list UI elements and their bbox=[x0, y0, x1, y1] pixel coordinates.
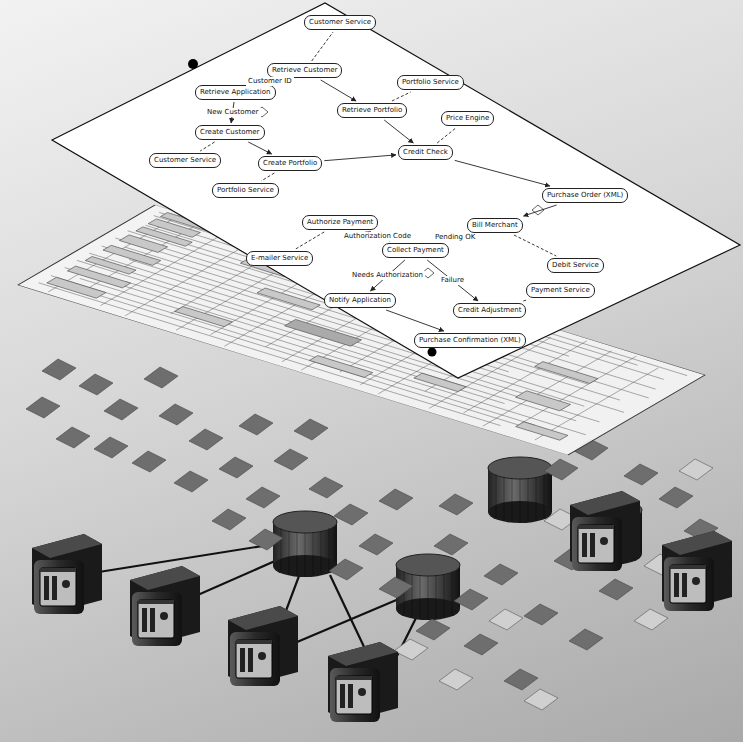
flow-connector bbox=[392, 92, 411, 101]
flow-connector bbox=[321, 80, 356, 101]
process-box: Debit Service bbox=[547, 258, 604, 273]
flow-connector bbox=[386, 310, 444, 331]
process-box: Retrieve Customer bbox=[267, 63, 342, 78]
process-box: Create Customer bbox=[195, 125, 265, 140]
node-text: Purchase Order (XML) bbox=[547, 191, 623, 200]
process-box: Credit Adjustment bbox=[453, 303, 526, 318]
flow-connector bbox=[261, 173, 274, 181]
server-box bbox=[228, 606, 298, 686]
flow-connector bbox=[523, 300, 527, 301]
flow-connector bbox=[384, 120, 413, 143]
node-text: Debit Service bbox=[552, 261, 599, 270]
edge-label: Failure bbox=[439, 276, 466, 285]
node-text: E-mailer Service bbox=[251, 254, 308, 263]
node-text: Create Customer bbox=[200, 128, 260, 137]
process-box: Customer Service bbox=[149, 153, 221, 168]
node-text: Portfolio Service bbox=[217, 186, 274, 195]
process-box: Retrieve Portfolio bbox=[337, 103, 407, 118]
node-text: Notify Application bbox=[329, 296, 391, 305]
database-cylinder bbox=[488, 457, 552, 523]
flow-connector bbox=[427, 260, 478, 301]
flow-connector bbox=[514, 235, 556, 256]
database-cylinder bbox=[273, 511, 337, 577]
node-text: Price Engine bbox=[446, 114, 489, 123]
process-box: Retrieve Application bbox=[195, 85, 276, 100]
edge-label: Customer ID bbox=[246, 77, 294, 86]
server-box bbox=[32, 534, 102, 614]
process-box: Portfolio Service bbox=[397, 75, 464, 90]
node-text: Portfolio Service bbox=[402, 78, 459, 87]
node-text: Collect Payment bbox=[387, 246, 444, 255]
process-box: Portfolio Service bbox=[212, 183, 279, 198]
node-text: Credit Adjustment bbox=[458, 306, 521, 315]
node-text: Customer Service bbox=[154, 156, 216, 165]
node-text: Payment Service bbox=[531, 286, 590, 295]
node-text: Purchase Confirmation (XML) bbox=[419, 336, 521, 345]
flowchart-plane bbox=[52, 3, 740, 378]
edge-label: Authorization Code bbox=[342, 232, 413, 241]
process-box: Bill Merchant bbox=[467, 218, 523, 233]
flow-connector bbox=[437, 128, 456, 143]
process-box: Credit Check bbox=[398, 145, 453, 160]
node-text: Credit Check bbox=[403, 148, 448, 157]
edge-label: New Customer bbox=[205, 108, 261, 117]
server-box bbox=[130, 566, 200, 646]
process-box: Authorize Payment bbox=[302, 215, 378, 230]
process-box: Notify Application bbox=[324, 293, 396, 308]
process-box: Price Engine bbox=[441, 111, 494, 126]
flow-connector bbox=[296, 232, 325, 249]
server-box bbox=[662, 531, 732, 611]
server-box bbox=[328, 642, 398, 722]
flow-connector bbox=[455, 160, 550, 186]
flow-connector bbox=[248, 142, 271, 154]
start-dot bbox=[188, 59, 198, 69]
flow-connector bbox=[524, 205, 557, 216]
flow-connector bbox=[312, 32, 333, 61]
node-text: Create Portfolio bbox=[263, 159, 317, 168]
edge-label: Pending OK bbox=[433, 233, 477, 242]
process-box: Purchase Order (XML) bbox=[542, 188, 628, 203]
node-text: Customer Service bbox=[309, 18, 371, 27]
server-box bbox=[570, 491, 640, 571]
flow-connector bbox=[324, 155, 396, 161]
process-box: Collect Payment bbox=[382, 243, 449, 258]
node-text: Retrieve Application bbox=[200, 88, 271, 97]
process-box: Purchase Confirmation (XML) bbox=[414, 333, 526, 348]
edge-label: Needs Authorization bbox=[350, 271, 425, 280]
process-box: Customer Service bbox=[304, 15, 376, 30]
process-box: E-mailer Service bbox=[246, 251, 313, 266]
node-text: Retrieve Customer bbox=[272, 66, 337, 75]
process-box: Create Portfolio bbox=[258, 156, 322, 171]
node-text: Bill Merchant bbox=[472, 221, 518, 230]
process-box: Payment Service bbox=[526, 283, 595, 298]
end-dot bbox=[428, 348, 437, 357]
node-text: Authorize Payment bbox=[307, 218, 373, 227]
flow-connector bbox=[200, 142, 214, 151]
node-text: Retrieve Portfolio bbox=[342, 106, 402, 115]
